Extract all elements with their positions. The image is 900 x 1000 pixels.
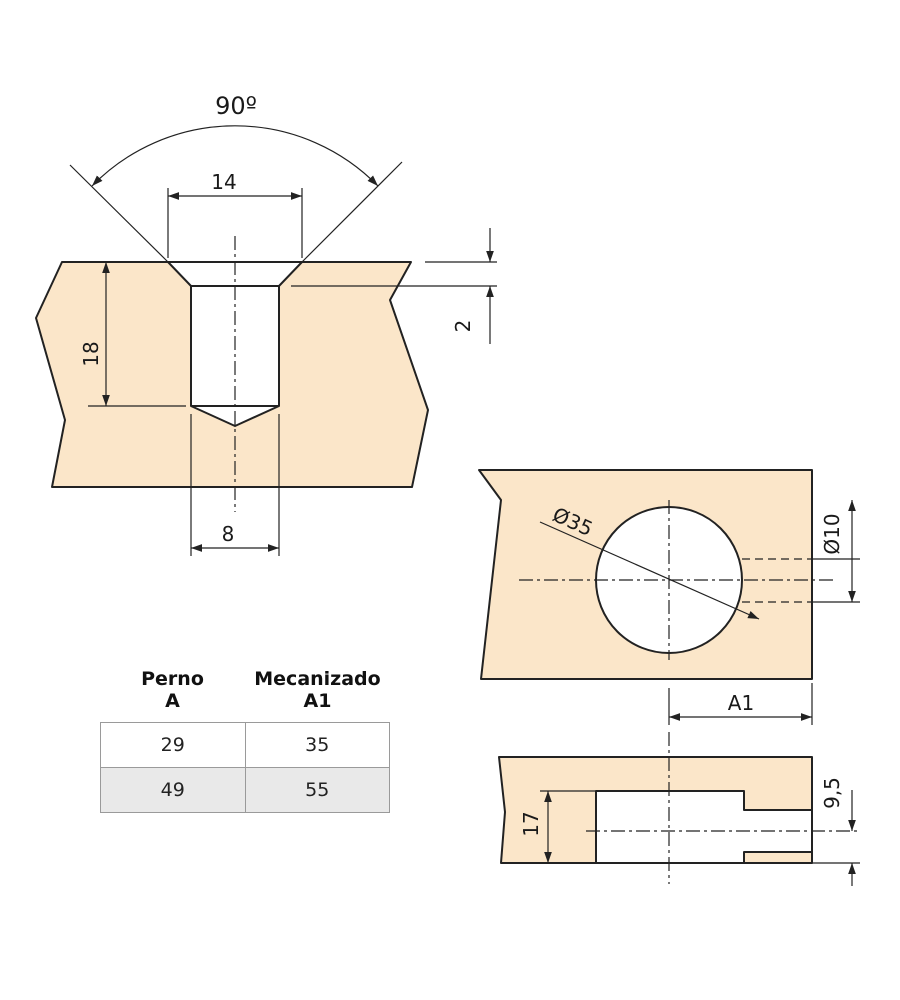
dimension-9-5-label: 9,5 (820, 777, 844, 809)
table-cell: 35 (244, 723, 390, 767)
header-machining-title: Mecanizado (254, 668, 381, 690)
header-pin-symbol: A (165, 690, 180, 712)
angle-arc (91, 125, 379, 187)
table-body: 29 35 49 55 (100, 722, 390, 813)
table-cell: 49 (160, 779, 185, 801)
diameter-10-label: Ø10 (820, 513, 844, 554)
cup-section-view: 17 9,5 (498, 732, 860, 886)
spec-table: Perno A Mecanizado A1 29 35 49 55 (100, 668, 390, 813)
angle-extension-right (301, 161, 403, 263)
angle-label: 90º (215, 92, 257, 120)
diameter-35-leader (539, 521, 760, 620)
table-row: 29 35 (101, 723, 389, 767)
dimension-2-label: 2 (451, 320, 475, 333)
column-header-pin: Perno A (100, 668, 245, 722)
header-pin-title: Perno (141, 668, 204, 690)
table-cell: 55 (244, 768, 390, 812)
table-row: 49 55 (101, 767, 389, 812)
dimension-14-label: 14 (211, 170, 236, 194)
table-cell: 29 (160, 734, 185, 756)
countersink-section: 90º 14 2 18 8 (35, 92, 497, 556)
header-machining-symbol: A1 (303, 690, 332, 712)
table-header: Perno A Mecanizado A1 (100, 668, 390, 722)
angle-extension-left (69, 164, 169, 263)
dimension-18-label: 18 (79, 341, 103, 366)
cup-section-hole (595, 790, 813, 864)
column-header-machining: Mecanizado A1 (245, 668, 390, 722)
dimension-17-label: 17 (519, 811, 543, 836)
cup-plan-view: Ø35 Ø10 A1 (478, 469, 860, 725)
dimension-a1-label: A1 (728, 691, 754, 715)
dimension-8-label: 8 (222, 522, 235, 546)
